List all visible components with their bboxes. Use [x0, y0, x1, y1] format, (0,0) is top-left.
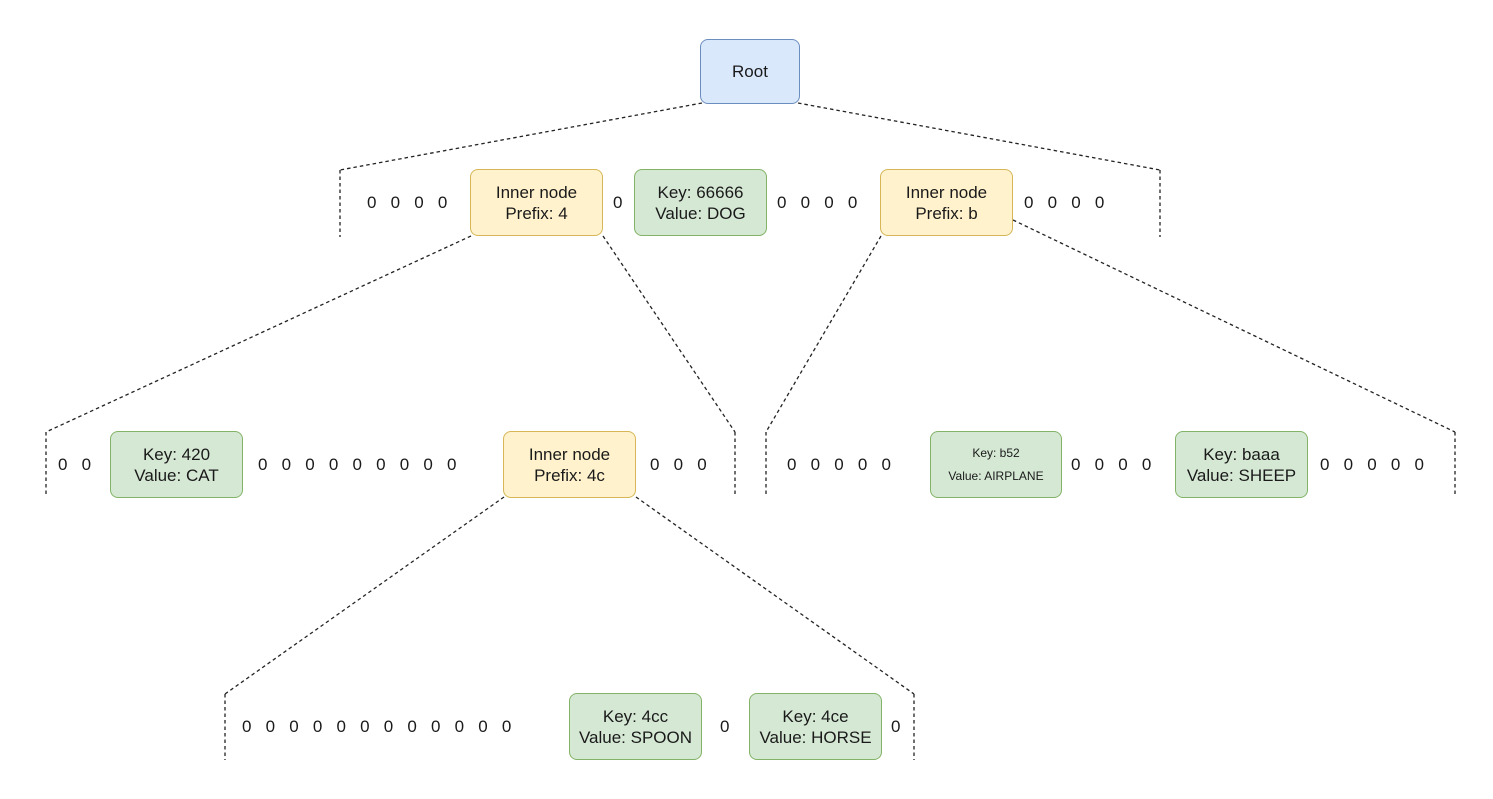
- leaf-horse-value: Value: HORSE: [759, 727, 872, 747]
- leaf-node-sheep: Key: baaa Value: SHEEP: [1175, 431, 1308, 498]
- edge-root-right: [797, 102, 1161, 171]
- inner-node-prefix-4: Inner node Prefix: 4: [470, 169, 603, 236]
- edge-root-left: [339, 102, 703, 171]
- level2-left-empty-slots-c: 0 0 0: [650, 455, 707, 474]
- leaf-node-cat: Key: 420 Value: CAT: [110, 431, 243, 498]
- leaf-dog-value: Value: DOG: [655, 203, 746, 223]
- inner-node-prefix-b: Inner node Prefix: b: [880, 169, 1013, 236]
- level3-empty-slots-b: 0: [720, 717, 730, 736]
- leaf-sheep-key: Key: baaa: [1203, 444, 1280, 464]
- leaf-node-airplane: Key: b52 Value: AIRPLANE: [930, 431, 1062, 498]
- level2-left-empty-slots-b: 0 0 0 0 0 0 0 0 0: [258, 455, 457, 474]
- leaf-node-spoon: Key: 4cc Value: SPOON: [569, 693, 702, 760]
- leaf-airplane-value: Value: AIRPLANE: [948, 468, 1044, 483]
- level2-right-empty-slots-a: 0 0 0 0 0: [787, 455, 891, 474]
- root-label: Root: [732, 62, 768, 81]
- level1-empty-slots-d: 0 0 0 0: [1024, 193, 1105, 212]
- inner-node-b-title: Inner node: [905, 182, 988, 202]
- leaf-sheep-value: Value: SHEEP: [1186, 465, 1297, 485]
- level2-left-empty-slots-a: 0 0: [58, 455, 92, 474]
- inner-node-prefix-4c: Inner node Prefix: 4c: [503, 431, 636, 498]
- edge-innerb-right: [1012, 219, 1456, 433]
- level2-right-empty-slots-b: 0 0 0 0: [1071, 455, 1152, 474]
- inner-node-4c-title: Inner node: [528, 444, 611, 464]
- edge-inner4-left: [45, 235, 472, 433]
- level2-right-empty-slots-c: 0 0 0 0 0: [1320, 455, 1424, 474]
- leaf-node-horse: Key: 4ce Value: HORSE: [749, 693, 882, 760]
- level1-empty-slots-c: 0 0 0 0: [777, 193, 858, 212]
- inner-node-4c-prefix: Prefix: 4c: [534, 465, 605, 485]
- edge-inner4-right: [602, 235, 736, 433]
- root-node: Root: [700, 39, 800, 104]
- leaf-node-dog: Key: 66666 Value: DOG: [634, 169, 767, 236]
- inner-node-4-prefix: Prefix: 4: [505, 203, 568, 223]
- leaf-spoon-value: Value: SPOON: [578, 727, 693, 747]
- inner-node-b-prefix: Prefix: b: [915, 203, 978, 223]
- level1-empty-slots-b: 0: [613, 193, 623, 212]
- level1-empty-slots-a: 0 0 0 0: [367, 193, 448, 212]
- leaf-horse-key: Key: 4ce: [782, 706, 849, 726]
- leaf-cat-value: Value: CAT: [134, 465, 219, 485]
- leaf-spoon-key: Key: 4cc: [602, 706, 669, 726]
- leaf-cat-key: Key: 420: [142, 444, 211, 464]
- level3-empty-slots-c: 0: [891, 717, 901, 736]
- inner-node-4-title: Inner node: [495, 182, 578, 202]
- leaf-dog-key: Key: 66666: [657, 182, 744, 202]
- level3-empty-slots-a: 0 0 0 0 0 0 0 0 0 0 0 0: [242, 717, 512, 736]
- edge-inner4c-left: [224, 496, 505, 695]
- edge-inner4c-right: [635, 496, 915, 695]
- leaf-airplane-key: Key: b52: [972, 445, 1020, 460]
- edge-innerb-left: [765, 235, 882, 433]
